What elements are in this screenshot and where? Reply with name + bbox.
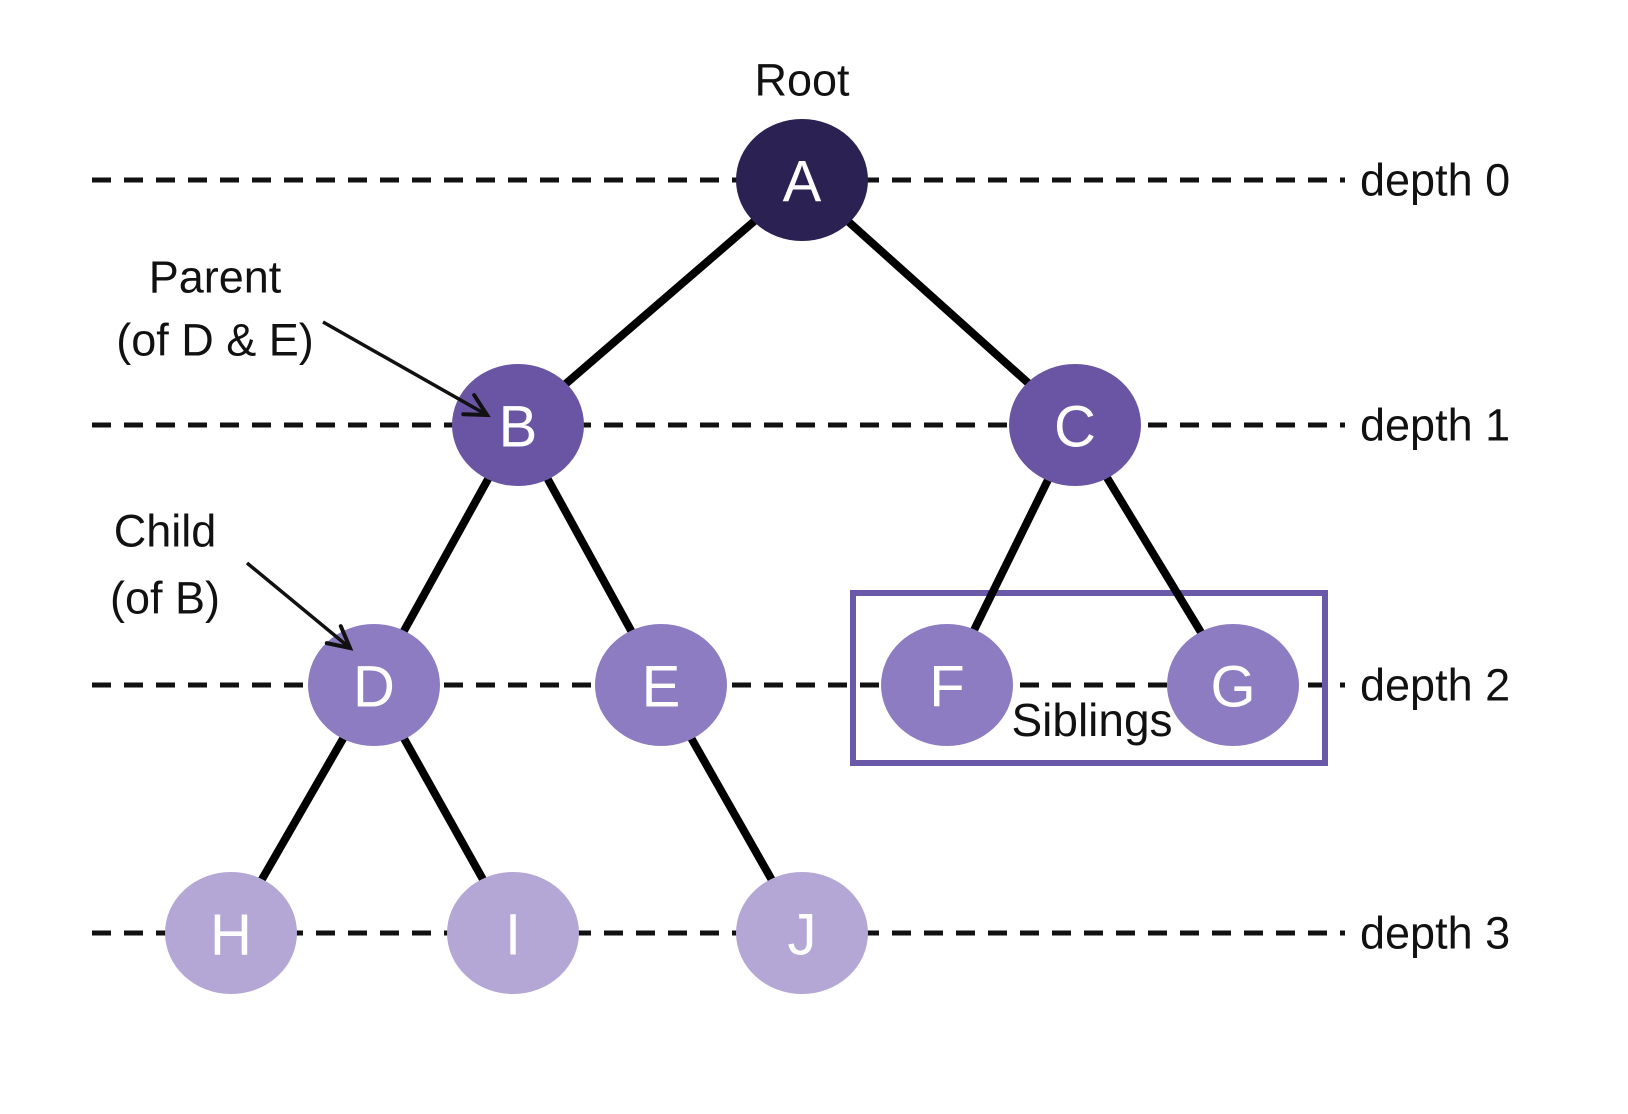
node-J: [736, 872, 868, 994]
node-E: [595, 624, 727, 746]
depth-label-1: depth 1: [1360, 400, 1510, 451]
edges-layer: [227, 176, 1237, 935]
node-G: [1167, 624, 1299, 746]
node-G-label: G: [1210, 655, 1255, 720]
node-H: [165, 872, 297, 994]
annotation-child-line-1: (of B): [110, 573, 220, 624]
depth-label-3: depth 3: [1360, 908, 1510, 959]
node-D-label: D: [353, 655, 395, 720]
depth-label-2: depth 2: [1360, 660, 1510, 711]
siblings-box: [850, 590, 1328, 766]
annotation-parent-arrow: [322, 320, 491, 418]
annotations-layer: Parent (of D & E) Child (of B): [110, 252, 491, 651]
siblings-box-layer: [850, 590, 1328, 766]
node-I: [447, 872, 579, 994]
node-J-label: J: [788, 903, 817, 968]
node-A-label: A: [783, 150, 822, 215]
annotation-parent-line-1: (of D & E): [116, 315, 314, 366]
node-A: [736, 119, 868, 241]
nodes-layer: A B C D E F G H I J: [165, 119, 1299, 994]
node-F: [881, 624, 1013, 746]
node-F-label: F: [929, 655, 964, 720]
node-E-label: E: [642, 655, 681, 720]
root-label: Root: [754, 55, 850, 106]
depth-label-0: depth 0: [1360, 155, 1510, 206]
node-C: [1009, 364, 1141, 486]
node-D: [308, 624, 440, 746]
node-H-label: H: [210, 903, 252, 968]
node-B-label: B: [499, 395, 538, 460]
node-C-label: C: [1054, 395, 1096, 460]
siblings-label: Siblings: [1011, 694, 1172, 746]
node-I-label: I: [505, 903, 521, 968]
annotation-child-line-0: Child: [114, 506, 217, 557]
depth-lines-layer: depth 0 depth 1 depth 2 depth 3: [92, 155, 1510, 959]
annotation-child-arrow: [245, 561, 354, 651]
annotation-parent-line-0: Parent: [149, 252, 282, 303]
